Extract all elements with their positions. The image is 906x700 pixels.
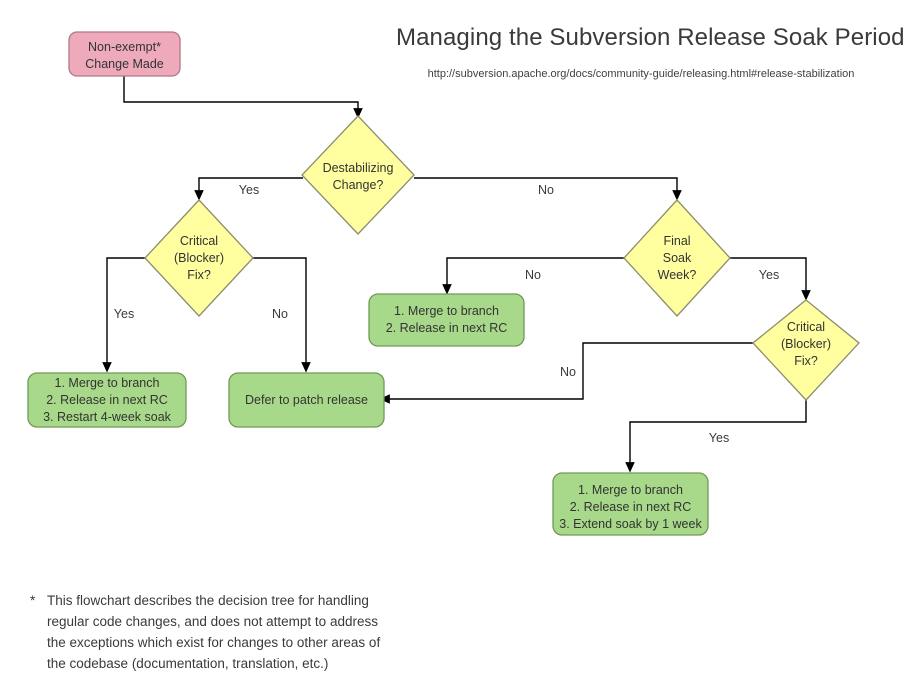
node-action-defer-line-1: Defer to patch release [245, 393, 368, 407]
connector-critright-yes [625, 400, 807, 473]
node-critical-right-line-1: Critical [787, 320, 825, 334]
edge-label-critical-left-no: No [272, 307, 288, 321]
node-start[interactable]: Non-exempt* Change Made [68, 31, 181, 77]
node-start-line-2: Change Made [85, 57, 164, 71]
node-destabilizing-line-2: Change? [333, 178, 384, 192]
node-final-soak-line-1: Final [663, 234, 690, 248]
edge-label-critical-left-yes: Yes [114, 307, 134, 321]
edge-label-final-soak-no: No [525, 268, 541, 282]
footnote-line-2: regular code changes, and does not attem… [47, 614, 378, 629]
node-action-merge-line-1: 1. Merge to branch [394, 304, 499, 318]
connector-critleft-yes [102, 257, 145, 373]
source-url: http://subversion.apache.org/docs/commun… [427, 68, 855, 80]
node-destabilizing-line-1: Destabilizing [323, 161, 394, 175]
node-critical-right-line-3: Fix? [794, 354, 818, 368]
node-final-soak-week[interactable]: Final Soak Week? [623, 199, 731, 317]
node-critical-left-line-3: Fix? [187, 268, 211, 282]
node-destabilizing-change[interactable]: Destabilizing Change? [301, 115, 415, 235]
node-action-restart-line-1: 1. Merge to branch [55, 376, 160, 390]
connector-destabilizing-yes [194, 177, 303, 201]
node-start-line-1: Non-exempt* [88, 40, 161, 54]
edge-label-critical-right-yes: Yes [709, 431, 729, 445]
node-action-restart-line-3: 3. Restart 4-week soak [43, 410, 172, 424]
node-final-soak-line-3: Week? [658, 268, 697, 282]
connector-destabilizing-no [414, 177, 682, 201]
page-title: Managing the Subversion Release Soak Per… [396, 24, 905, 51]
edge-label-destabilizing-no: No [538, 183, 554, 197]
connector-soak-no [442, 257, 624, 295]
footnote: * This flowchart describes the decision … [30, 590, 510, 674]
node-action-extend-soak[interactable]: 1. Merge to branch 2. Release in next RC… [552, 472, 709, 536]
edge-label-destabilizing-yes: Yes [239, 183, 259, 197]
node-critical-right-line-2: (Blocker) [781, 337, 831, 351]
node-action-merge-line-2: 2. Release in next RC [386, 321, 508, 335]
connector-critleft-no [253, 257, 311, 373]
node-critical-blocker-fix-right[interactable]: Critical (Blocker) Fix? [752, 299, 860, 401]
footnote-line-3: the exceptions which exist for changes t… [47, 635, 381, 650]
footnote-line-1: This flowchart describes the decision tr… [47, 593, 369, 608]
node-action-defer-patch-release[interactable]: Defer to patch release [228, 372, 385, 428]
node-final-soak-line-2: Soak [663, 251, 692, 265]
edge-label-critical-right-no: No [560, 365, 576, 379]
node-action-merge-release[interactable]: 1. Merge to branch 2. Release in next RC [368, 293, 525, 347]
footnote-marker: * [30, 593, 36, 608]
node-action-restart-soak[interactable]: 1. Merge to branch 2. Release in next RC… [27, 372, 187, 428]
connector-critright-no [379, 342, 753, 404]
node-action-extend-line-2: 2. Release in next RC [570, 500, 692, 514]
edge-label-final-soak-yes: Yes [759, 268, 779, 282]
connector-soak-yes [730, 257, 811, 301]
node-action-extend-line-1: 1. Merge to branch [578, 483, 683, 497]
node-critical-left-line-2: (Blocker) [174, 251, 224, 265]
footnote-line-4: the codebase (documentation, translation… [47, 656, 329, 671]
connector-start-to-destabilizing [123, 75, 363, 119]
node-critical-blocker-fix-left[interactable]: Critical (Blocker) Fix? [144, 199, 254, 317]
node-action-extend-line-3: 3. Extend soak by 1 week [559, 517, 702, 531]
node-action-restart-line-2: 2. Release in next RC [46, 393, 168, 407]
node-critical-left-line-1: Critical [180, 234, 218, 248]
